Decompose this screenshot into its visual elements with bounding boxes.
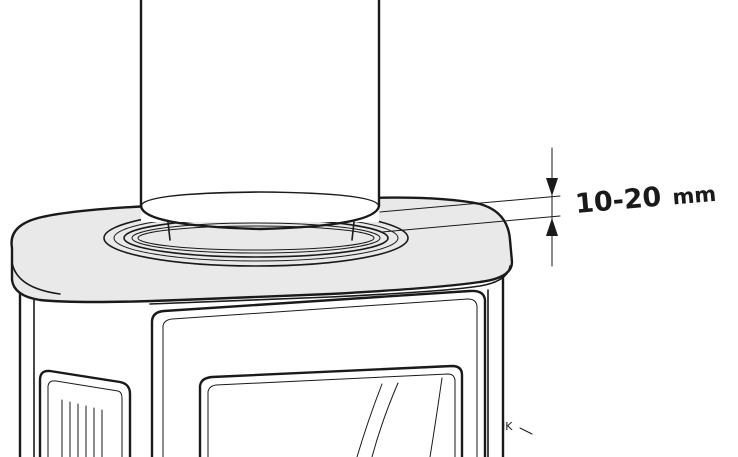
dimension-annotation: 10-20 mm [379, 147, 717, 267]
dimension-label: 10-20 mm [574, 177, 717, 220]
dimension-unit: mm [671, 182, 717, 210]
arrow-down-icon [546, 178, 558, 196]
flue-collar-rings [103, 209, 409, 267]
stove-door [150, 289, 487, 457]
extension-line-top [379, 195, 561, 213]
flue-pipe [139, 0, 381, 241]
illustrator-signature: IK [502, 420, 513, 433]
arrow-up-icon [546, 218, 558, 236]
dimension-value: 10-20 [574, 182, 663, 220]
extension-line-bottom [381, 215, 561, 233]
stove-body [18, 268, 505, 457]
side-vent-panel [38, 369, 132, 457]
